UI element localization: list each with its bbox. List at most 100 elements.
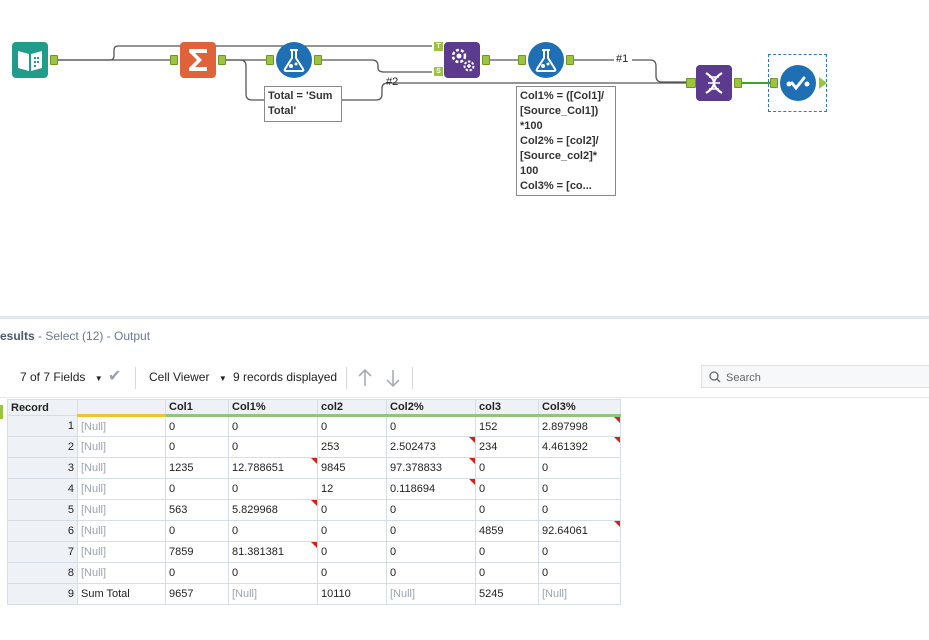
table-cell[interactable]: 0 [228, 562, 318, 584]
table-cell[interactable]: 1235 [165, 457, 229, 479]
table-cell[interactable]: 4.461392 [538, 436, 621, 458]
union-input-anchor[interactable] [686, 78, 696, 88]
table-cell[interactable]: 10110 [317, 583, 387, 605]
union-tool[interactable] [696, 65, 732, 101]
table-cell[interactable]: 0 [165, 436, 229, 458]
table-cell[interactable]: 0 [538, 499, 621, 521]
table-cell[interactable]: 0 [538, 541, 621, 563]
table-cell[interactable]: 0 [538, 478, 621, 500]
table-cell[interactable]: [Null] [386, 583, 476, 605]
table-cell[interactable]: 0 [386, 415, 476, 437]
table-cell[interactable]: 12 [317, 478, 387, 500]
table-cell[interactable]: 0 [386, 499, 476, 521]
column-header-col3[interactable]: col3 [475, 399, 539, 417]
table-cell[interactable]: 0 [386, 562, 476, 584]
table-cell[interactable]: 0 [386, 520, 476, 542]
formula-tool-2[interactable] [528, 42, 564, 78]
apply-fields-button[interactable]: ✔ [108, 357, 121, 397]
table-cell[interactable]: 9657 [165, 583, 229, 605]
formula2-output-anchor[interactable] [566, 55, 574, 65]
column-header-col1pct[interactable]: Col1% [228, 399, 318, 417]
input-data-tool[interactable] [12, 42, 48, 78]
column-header-unnamed[interactable] [77, 399, 166, 417]
table-cell[interactable]: 0 [538, 562, 621, 584]
table-cell[interactable]: 0 [475, 457, 539, 479]
table-cell[interactable]: 0 [317, 520, 387, 542]
table-cell[interactable]: [Null] [77, 541, 166, 563]
formula2-input-anchor[interactable] [518, 55, 526, 65]
column-header-col2pct[interactable]: Col2% [386, 399, 476, 417]
table-cell[interactable]: 0 [538, 457, 621, 479]
table-cell[interactable]: 0 [228, 415, 318, 437]
arrow-up-button[interactable] [356, 357, 374, 397]
table-cell[interactable]: 0 [165, 415, 229, 437]
table-cell[interactable]: 0 [228, 478, 318, 500]
table-cell[interactable]: 0 [475, 562, 539, 584]
table-cell[interactable]: 0 [228, 520, 318, 542]
cell-viewer-dropdown[interactable]: Cell Viewer ▼ [149, 357, 227, 397]
column-header-col1[interactable]: Col1 [165, 399, 229, 417]
table-cell[interactable]: [Null] [228, 583, 318, 605]
column-header-col3pct[interactable]: Col3% [538, 399, 621, 417]
table-cell[interactable]: 563 [165, 499, 229, 521]
table-cell[interactable]: [Null] [77, 562, 166, 584]
table-cell[interactable]: 2.897998 [538, 415, 621, 437]
table-cell[interactable]: 81.381381 [228, 541, 318, 563]
append-input-anchor-bottom[interactable]: S [434, 67, 443, 76]
table-cell[interactable]: 253 [317, 436, 387, 458]
table-cell[interactable]: 9845 [317, 457, 387, 479]
table-cell[interactable]: 0 [228, 436, 318, 458]
table-cell[interactable]: 2.502473 [386, 436, 476, 458]
formula1-output-anchor[interactable] [314, 55, 322, 65]
table-cell[interactable]: 0.118694 [386, 478, 476, 500]
append-fields-tool[interactable] [444, 42, 480, 78]
table-cell[interactable]: 97.378833 [386, 457, 476, 479]
table-cell[interactable]: 0 [165, 520, 229, 542]
column-header-record[interactable]: Record [7, 399, 78, 416]
summarize-input-anchor[interactable] [170, 55, 178, 65]
table-cell[interactable]: [Null] [538, 583, 621, 605]
table-cell[interactable]: [Null] [77, 499, 166, 521]
summarize-tool[interactable] [180, 42, 216, 78]
table-cell[interactable]: [Null] [77, 478, 166, 500]
search-input[interactable] [724, 368, 928, 387]
table-cell[interactable]: [Null] [77, 415, 166, 437]
table-cell[interactable]: 5245 [475, 583, 539, 605]
append-output-anchor[interactable] [482, 55, 490, 65]
table-cell[interactable]: 0 [317, 415, 387, 437]
table-cell[interactable]: [Null] [77, 436, 166, 458]
table-cell[interactable]: 0 [475, 541, 539, 563]
table-cell[interactable]: 0 [386, 541, 476, 563]
select-output-anchor[interactable] [819, 77, 827, 89]
formula-tool-1[interactable] [276, 42, 312, 78]
table-cell[interactable]: 12.788651 [228, 457, 318, 479]
column-header-col2[interactable]: col2 [317, 399, 387, 417]
table-cell[interactable]: 0 [475, 499, 539, 521]
table-cell[interactable]: 0 [317, 562, 387, 584]
input-output-anchor[interactable] [50, 55, 58, 65]
table-cell[interactable]: [Null] [77, 457, 166, 479]
table-cell[interactable]: 4859 [475, 520, 539, 542]
summarize-output-anchor[interactable] [218, 55, 226, 65]
union-output-anchor[interactable] [734, 78, 742, 88]
table-cell[interactable]: 5.829968 [228, 499, 318, 521]
table-cell[interactable]: 0 [475, 478, 539, 500]
formula1-input-anchor[interactable] [266, 55, 274, 65]
table-cell[interactable]: 234 [475, 436, 539, 458]
select-input-anchor[interactable] [770, 78, 778, 88]
formula2-annotation[interactable]: Col1% = ([Col1]/ [Source_Col1]) *100 Col… [516, 86, 616, 196]
select-tool[interactable] [780, 65, 816, 101]
table-cell[interactable]: 7859 [165, 541, 229, 563]
workflow-canvas[interactable]: Total = 'Sum Total' T S Col1% = ([Col1]/… [0, 0, 929, 316]
append-input-anchor-top[interactable]: T [434, 42, 443, 51]
formula1-annotation[interactable]: Total = 'Sum Total' [264, 86, 342, 122]
